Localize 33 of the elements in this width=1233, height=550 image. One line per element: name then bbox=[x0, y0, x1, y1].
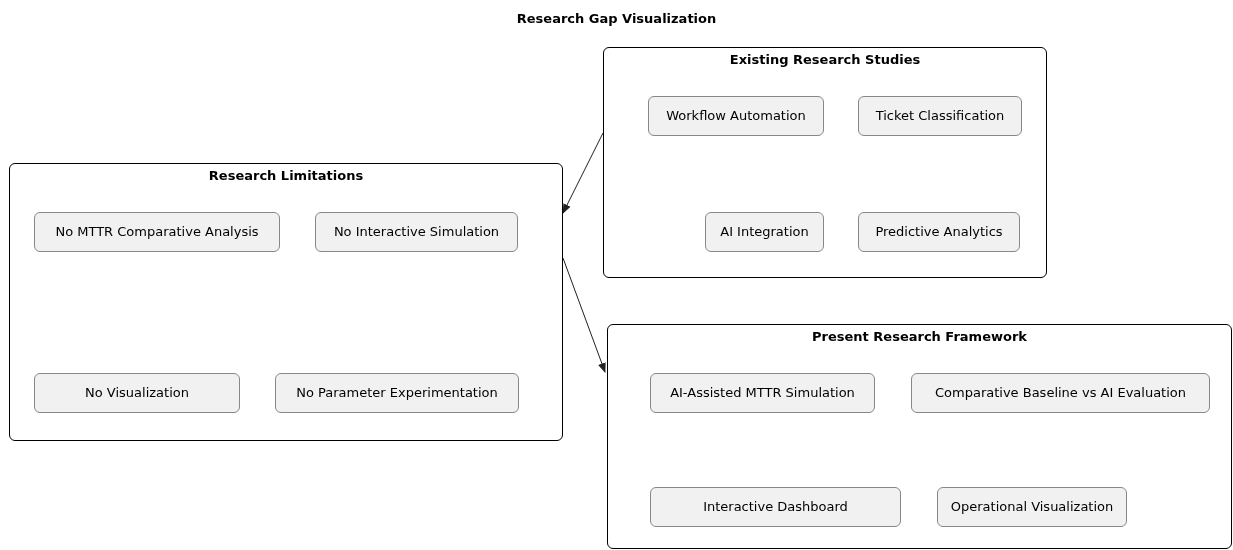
box-label: No Interactive Simulation bbox=[333, 223, 500, 242]
process-box bbox=[275, 373, 519, 413]
diagram-title: Research Gap Visualization bbox=[515, 10, 718, 28]
box-label: AI Integration bbox=[720, 223, 809, 242]
box-label: Ticket Classification bbox=[875, 107, 1005, 126]
group-frame bbox=[607, 324, 1232, 549]
process-box bbox=[858, 212, 1020, 252]
process-box bbox=[315, 212, 518, 252]
process-box bbox=[705, 212, 824, 252]
box-label: AI-Assisted MTTR Simulation bbox=[670, 384, 855, 403]
group-title: Existing Research Studies bbox=[728, 51, 922, 69]
process-box bbox=[937, 487, 1127, 527]
arrow bbox=[562, 132, 604, 214]
process-box bbox=[648, 96, 824, 136]
box-label: Operational Visualization bbox=[950, 498, 1114, 517]
box-label: No Parameter Experimentation bbox=[296, 384, 498, 403]
box-label: No MTTR Comparative Analysis bbox=[55, 223, 259, 242]
box-label: Comparative Baseline vs AI Evaluation bbox=[934, 384, 1187, 403]
process-box bbox=[34, 373, 240, 413]
box-label: Interactive Dashboard bbox=[703, 498, 848, 517]
group-title: Research Limitations bbox=[207, 167, 365, 185]
arrow bbox=[562, 257, 606, 373]
process-box bbox=[858, 96, 1022, 136]
process-box bbox=[650, 487, 901, 527]
box-label: No Visualization bbox=[85, 384, 189, 403]
box-label: Workflow Automation bbox=[666, 107, 806, 126]
group-title: Present Research Framework bbox=[811, 328, 1028, 346]
box-label: Predictive Analytics bbox=[875, 223, 1003, 242]
group-frame bbox=[9, 163, 563, 441]
group-frame bbox=[603, 47, 1047, 278]
process-box bbox=[34, 212, 280, 252]
process-box bbox=[650, 373, 875, 413]
process-box bbox=[911, 373, 1210, 413]
